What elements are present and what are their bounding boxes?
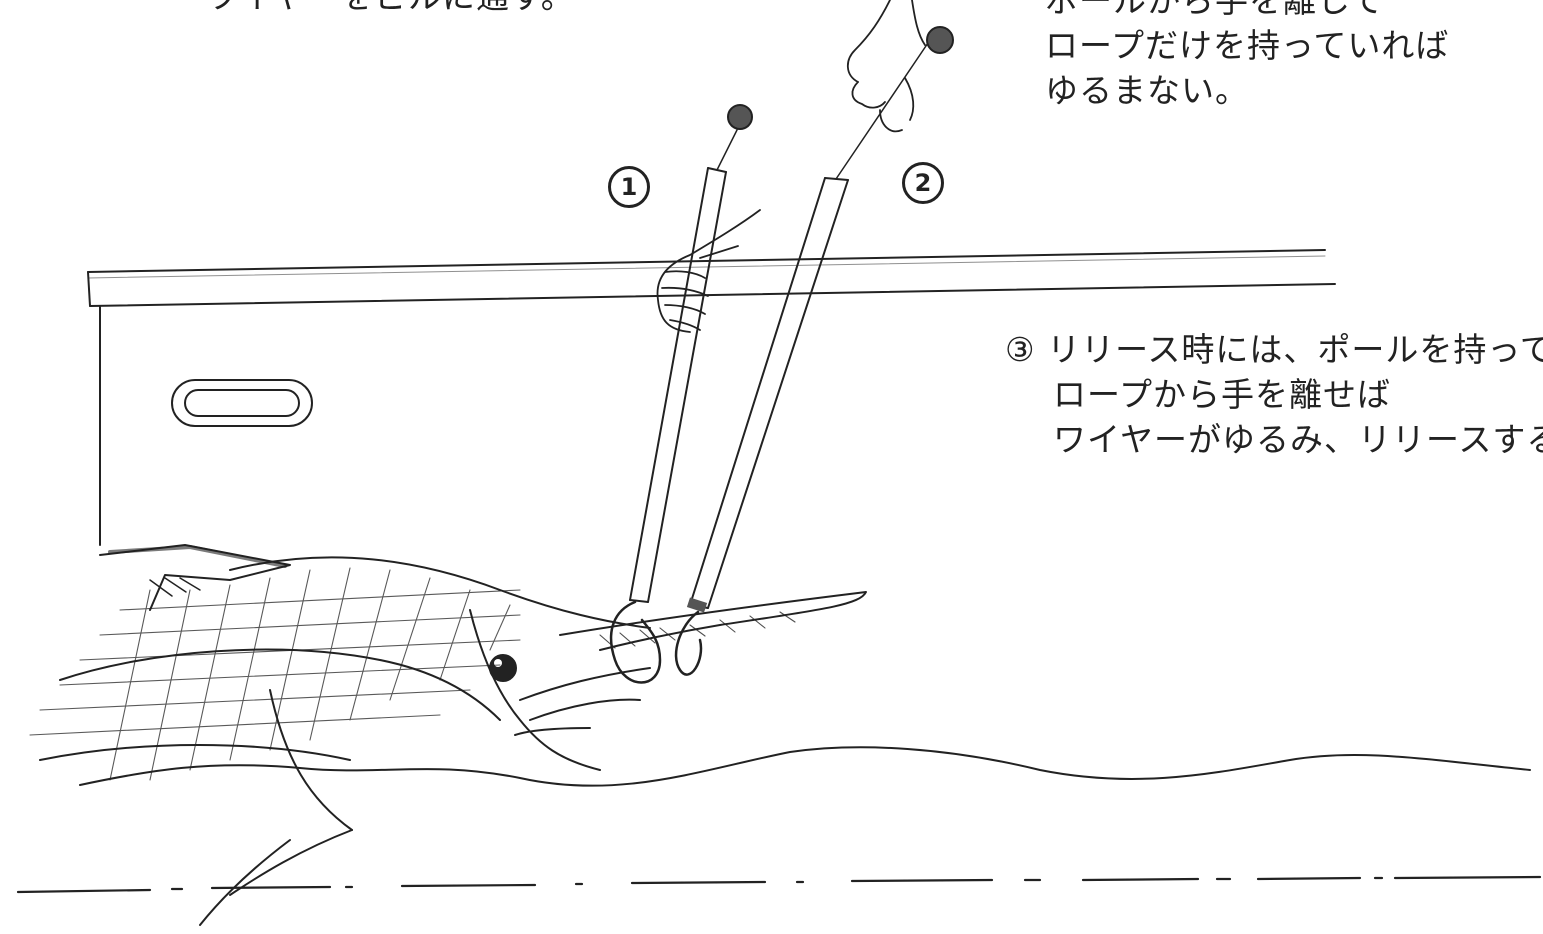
hull-porthole xyxy=(171,379,313,427)
note-rope-holding: ポールから手を離して ロープだけを持っていれば ゆるまない。 xyxy=(1045,0,1449,113)
hand-holding-pole xyxy=(656,209,761,333)
hook-2 xyxy=(674,610,703,676)
note-three-line-1: ③ リリース時には、ポールを持って xyxy=(1005,330,1543,369)
marlin-bill xyxy=(559,591,867,651)
hand-holding-rope xyxy=(846,0,926,133)
boat-hull xyxy=(87,249,1336,546)
pectoral-fin xyxy=(269,689,353,831)
note-three-line-2: ロープから手を離せば xyxy=(1053,375,1392,414)
horizon-dashes xyxy=(16,875,1542,894)
note-three-line-3: ワイヤーがゆるみ、リリースする。 xyxy=(1053,420,1543,459)
marlin-eye xyxy=(489,654,517,682)
water-line xyxy=(79,746,1531,787)
hook-1 xyxy=(609,600,662,684)
marlin-fish xyxy=(29,544,867,926)
note-top-right-line-2: ロープだけを持っていれば xyxy=(1045,26,1450,65)
note-wire-through-bill: ワイヤーをビルに通す。 xyxy=(205,0,575,19)
release-pole-2 xyxy=(674,26,954,676)
note-top-right-line-1: ポールから手を離して xyxy=(1045,0,1385,20)
note-top-right-line-3: ゆるまない。 xyxy=(1045,71,1249,110)
step-marker-2: 2 xyxy=(902,162,944,204)
note-top-left-line-1: ワイヤーをビルに通す。 xyxy=(205,0,575,19)
note-release-step: ③ リリース時には、ポールを持って ロープから手を離せば ワイヤーがゆるみ、リリ… xyxy=(1005,327,1543,462)
dorsal-fin xyxy=(99,544,291,611)
step-marker-1: 1 xyxy=(608,166,650,208)
scale-pattern xyxy=(29,567,521,781)
release-pole-1 xyxy=(609,104,753,684)
